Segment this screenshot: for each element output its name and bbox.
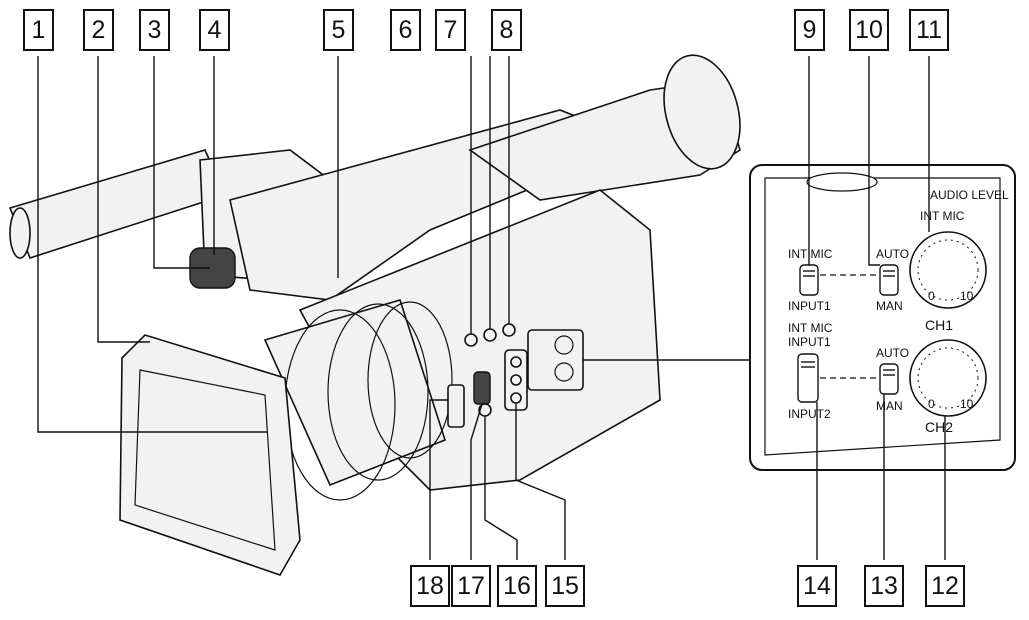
- svg-text:17: 17: [457, 572, 485, 600]
- svg-text:18: 18: [416, 572, 444, 600]
- callout-18: 18: [410, 565, 450, 607]
- eyecup: [663, 54, 741, 170]
- leader-15: [515, 404, 566, 560]
- switch-9[interactable]: [799, 264, 819, 296]
- svg-text:14: 14: [803, 572, 831, 600]
- callout-5: 5: [323, 9, 354, 51]
- switch-18[interactable]: [447, 384, 465, 428]
- sw13-top-label: AUTO: [876, 346, 909, 360]
- dial-17[interactable]: [473, 371, 491, 405]
- leader-1: [37, 56, 268, 433]
- svg-text:3: 3: [148, 16, 162, 44]
- button-15a[interactable]: [510, 356, 522, 368]
- audio-panel-on-body: [527, 329, 584, 391]
- dial12-label: CH2: [925, 419, 953, 435]
- svg-text:2: 2: [92, 16, 106, 44]
- sw14-bottom-label: INPUT2: [788, 407, 831, 421]
- button-15c[interactable]: [510, 392, 522, 404]
- sw13-bottom-label: MAN: [876, 399, 903, 413]
- button-6[interactable]: [464, 333, 478, 347]
- leader-10: [868, 56, 880, 266]
- inset-frame: [749, 164, 1016, 471]
- inset-cover-tab: [806, 172, 878, 192]
- sw9-bottom-label: INPUT1: [788, 299, 831, 313]
- leader-18: [429, 399, 448, 560]
- svg-text:15: 15: [551, 572, 579, 600]
- dial-12[interactable]: [909, 339, 987, 417]
- leader-3: [153, 56, 210, 269]
- callout-17: 17: [451, 565, 491, 607]
- mic-tip: [9, 207, 31, 259]
- svg-text:8: 8: [500, 16, 514, 44]
- svg-text:1: 1: [32, 16, 46, 44]
- iris-ring: [367, 301, 453, 459]
- panel-title: AUDIO LEVEL: [930, 188, 1009, 202]
- leader-17: [470, 403, 483, 560]
- svg-text:9: 9: [803, 16, 817, 44]
- sw9-top-label: INT MIC: [788, 247, 833, 261]
- callout-4: 4: [199, 9, 230, 51]
- callout-7: 7: [435, 9, 466, 51]
- callout-6: 6: [390, 9, 421, 51]
- callout-14: 14: [797, 565, 837, 607]
- svg-text:7: 7: [444, 16, 458, 44]
- button-7[interactable]: [483, 328, 497, 342]
- button-8[interactable]: [502, 323, 516, 337]
- dial11-max: 10: [960, 289, 974, 303]
- callout-16: 16: [497, 565, 537, 607]
- leader-16: [484, 416, 518, 560]
- camcorder-illustration: [8, 54, 741, 576]
- dial12-min: 0: [928, 397, 935, 411]
- callout-boxes: 1 2 3 4 5 6 7 8 9 10 11 12 13 14 15 16 1…: [23, 9, 965, 607]
- switch-14[interactable]: [797, 353, 819, 403]
- callout-3: 3: [139, 9, 170, 51]
- zoom-ring: [327, 303, 429, 481]
- switch-13[interactable]: [879, 363, 899, 395]
- svg-text:6: 6: [399, 16, 413, 44]
- svg-text:4: 4: [208, 16, 222, 44]
- svg-text:5: 5: [332, 16, 346, 44]
- shotgun-mic: [8, 149, 227, 259]
- callout-15: 15: [545, 565, 585, 607]
- callout-9: 9: [794, 9, 825, 51]
- callout-8: 8: [491, 9, 522, 51]
- sw14-top1-label: INT MIC: [788, 321, 833, 335]
- callout-1: 1: [23, 9, 54, 51]
- callout-13: 13: [864, 565, 904, 607]
- body-dial-2: [554, 362, 574, 382]
- dial11-min: 0: [928, 289, 935, 303]
- dial-11[interactable]: [909, 231, 987, 309]
- sw10-top-label: AUTO: [876, 247, 909, 261]
- svg-text:10: 10: [855, 16, 883, 44]
- dial11-label: CH1: [925, 317, 953, 333]
- callout-10: 10: [849, 9, 889, 51]
- svg-text:13: 13: [870, 572, 898, 600]
- inset-inner: [764, 177, 1001, 456]
- body-dial-1: [554, 335, 574, 355]
- panel-int-mic-label: INT MIC: [920, 209, 965, 223]
- button-15b[interactable]: [510, 374, 522, 386]
- svg-text:11: 11: [916, 16, 942, 44]
- callout-2: 2: [83, 9, 114, 51]
- audio-inset-panel: AUDIO LEVEL INT MIC INT MIC INPUT1 AUTO …: [749, 164, 1016, 471]
- leader-lines: [37, 56, 946, 560]
- callout-12: 12: [925, 565, 965, 607]
- svg-text:12: 12: [931, 572, 959, 600]
- leader-2: [97, 56, 150, 343]
- svg-text:16: 16: [503, 572, 531, 600]
- callout-11: 11: [909, 9, 949, 51]
- lens-front: [134, 369, 276, 551]
- sw10-bottom-label: MAN: [876, 299, 903, 313]
- sw14-top2-label: INPUT1: [788, 335, 831, 349]
- switch-10[interactable]: [879, 264, 899, 296]
- dial12-max: 10: [960, 397, 974, 411]
